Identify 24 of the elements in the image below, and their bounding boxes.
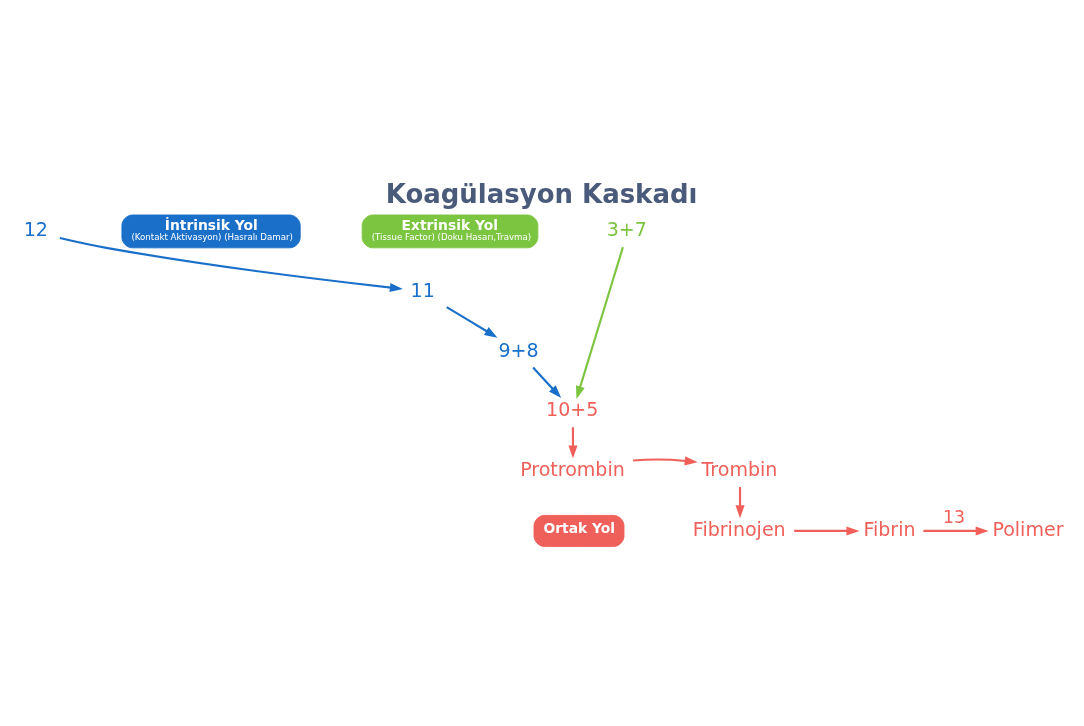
arrow bbox=[575, 246, 624, 399]
edge-label: 13 bbox=[943, 507, 966, 528]
arrow bbox=[532, 366, 562, 398]
node-box: Extrinsik Yol (Tissue Factor) (Doku Hasarı,Travma) bbox=[361, 214, 539, 249]
node-text: Fibrin bbox=[863, 517, 916, 540]
node-box: İntrinsik Yol (Kontakt Aktivasyon) (Hasralı Damar) bbox=[121, 214, 301, 249]
node-text: Fibrinojen bbox=[692, 517, 786, 540]
diagram-title: Koagülasyon Kaskadı bbox=[385, 178, 698, 209]
arrow bbox=[568, 427, 578, 459]
arrow bbox=[446, 306, 498, 338]
arrow bbox=[632, 456, 698, 466]
node-text: 10+5 bbox=[546, 398, 599, 421]
arrow bbox=[735, 487, 745, 519]
arrow bbox=[59, 236, 403, 293]
node-box: Ortak Yol bbox=[533, 514, 625, 547]
node-text: Protrombin bbox=[520, 458, 625, 481]
node-text: 3+7 bbox=[606, 218, 647, 241]
node-text: Polimer bbox=[992, 517, 1064, 540]
node-text: 9+8 bbox=[498, 338, 539, 361]
arrow bbox=[794, 526, 860, 536]
node-text: 12 bbox=[23, 218, 48, 241]
arrow bbox=[923, 526, 989, 536]
node-text: 11 bbox=[410, 278, 435, 301]
node-text: Trombin bbox=[701, 458, 778, 481]
